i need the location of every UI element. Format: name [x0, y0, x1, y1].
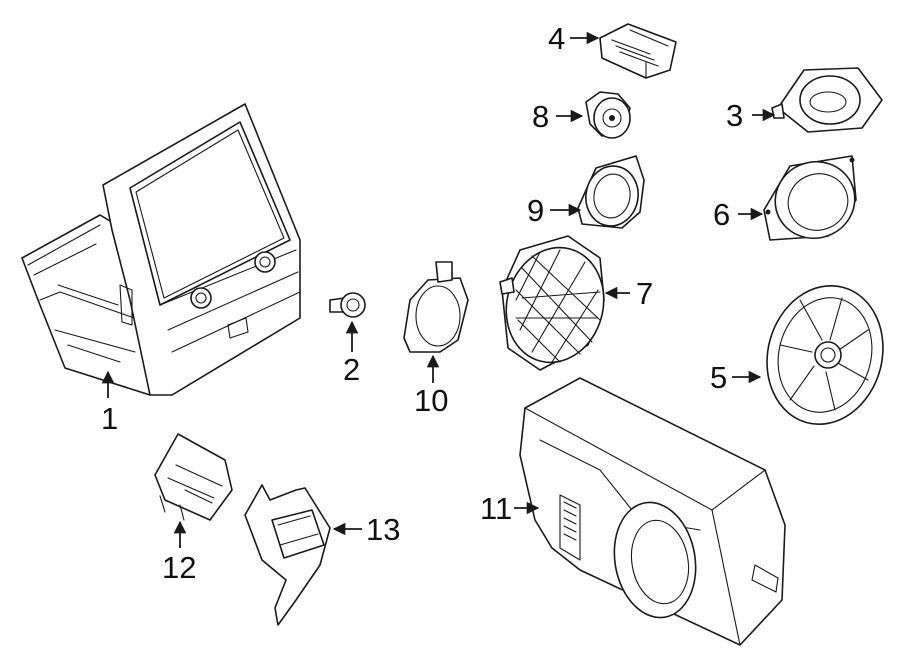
- callout-2: 2: [343, 352, 360, 387]
- grille-speaker[interactable]: [494, 235, 617, 373]
- woofer-speaker[interactable]: [752, 273, 898, 438]
- callout-9: 9: [527, 193, 544, 228]
- callout-13: 13: [366, 512, 400, 547]
- subwoofer-enclosure[interactable]: [519, 377, 786, 646]
- bolt[interactable]: [329, 292, 366, 318]
- callout-10: 10: [414, 383, 448, 418]
- mounting-bracket[interactable]: [244, 484, 331, 626]
- midrange-speaker[interactable]: [577, 155, 645, 230]
- door-speaker[interactable]: [763, 151, 866, 250]
- callout-3: 3: [726, 98, 743, 133]
- radio-display-unit[interactable]: [21, 103, 301, 396]
- control-module[interactable]: [154, 433, 233, 521]
- amplifier-module[interactable]: [599, 23, 677, 79]
- callout-1: 1: [101, 401, 118, 436]
- callout-11: 11: [480, 491, 512, 526]
- callout-6: 6: [713, 197, 730, 232]
- callout-8: 8: [532, 99, 549, 134]
- speaker-bracket[interactable]: [403, 261, 469, 353]
- callout-7: 7: [636, 276, 653, 311]
- tweeter-speaker[interactable]: [771, 67, 883, 133]
- callout-4: 4: [548, 21, 565, 56]
- callout-5: 5: [710, 360, 727, 395]
- center-speaker[interactable]: [585, 91, 631, 139]
- callout-12: 12: [162, 550, 196, 585]
